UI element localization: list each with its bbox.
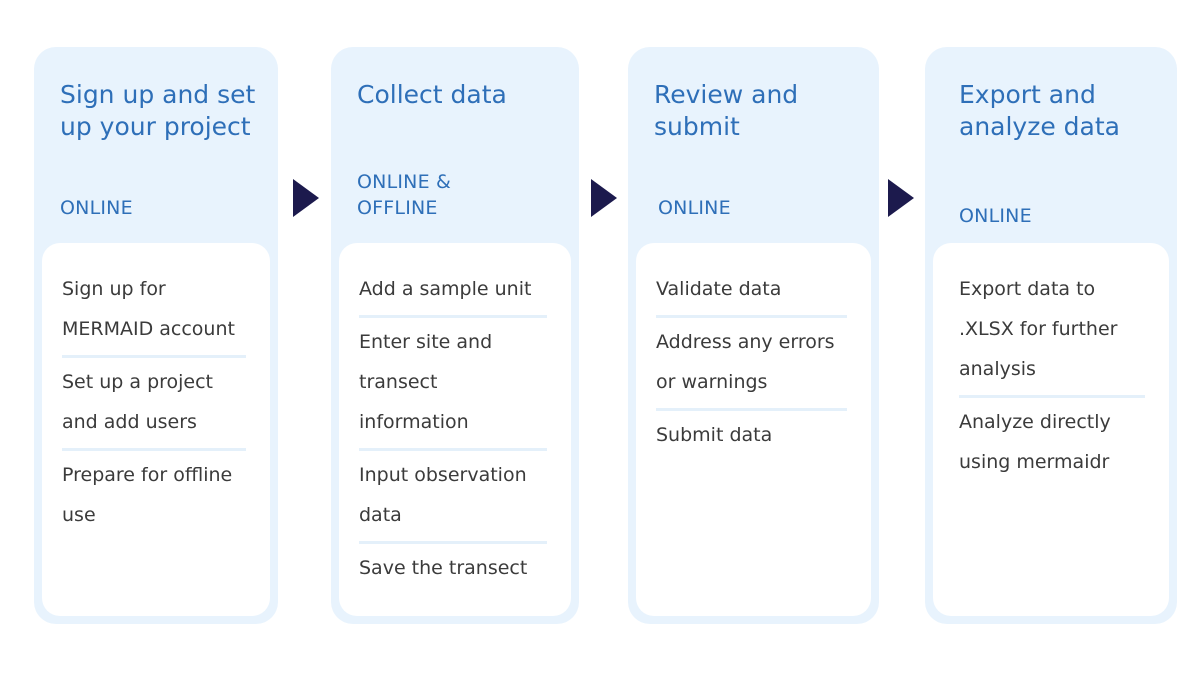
step-item: Sign up for MERMAID account xyxy=(62,278,235,340)
stage-title: Review and submit xyxy=(654,80,799,141)
stage-steps-panel: Validate data Address any errors or warn… xyxy=(636,243,871,616)
step-item: Submit data xyxy=(656,408,847,461)
right-triangle-arrow-icon xyxy=(591,179,617,217)
stage-card-collect: Collect data ONLINE & OFFLINE Add a samp… xyxy=(331,47,579,624)
step-item: Add a sample unit xyxy=(359,278,532,300)
step-item: Analyze directly using mermaidr xyxy=(959,395,1145,488)
stage-card-review: Review and submit ONLINE Validate data A… xyxy=(628,47,879,624)
stage-steps-panel: Sign up for MERMAID account Set up a pro… xyxy=(42,243,270,616)
step-item: Enter site and transect information xyxy=(359,315,547,448)
step-item: Save the transect xyxy=(359,541,547,594)
stage-title: Sign up and set up your project xyxy=(60,80,256,141)
stage-mode-label: ONLINE & OFFLINE xyxy=(357,171,452,219)
stage-title: Collect data xyxy=(357,80,507,109)
stage-steps-panel: Export data to .XLSX for further analysi… xyxy=(933,243,1169,616)
right-triangle-arrow-icon xyxy=(888,179,914,217)
right-triangle-arrow-icon xyxy=(293,179,319,217)
stage-steps-panel: Add a sample unit Enter site and transec… xyxy=(339,243,571,616)
stage-mode-label: ONLINE xyxy=(959,205,1032,227)
stage-mode-label: ONLINE xyxy=(60,197,133,219)
stage-title: Export and analyze data xyxy=(959,80,1120,141)
step-item: Address any errors or warnings xyxy=(656,315,847,408)
stage-card-signup: Sign up and set up your project ONLINE S… xyxy=(34,47,278,624)
step-item: Validate data xyxy=(656,278,782,300)
step-item: Set up a project and add users xyxy=(62,355,246,448)
step-item: Prepare for offline use xyxy=(62,448,246,541)
stage-mode-label: ONLINE xyxy=(658,197,731,219)
step-item: Export data to .XLSX for further analysi… xyxy=(959,278,1118,380)
stage-card-export: Export and analyze data ONLINE Export da… xyxy=(925,47,1177,624)
step-item: Input observation data xyxy=(359,448,547,541)
